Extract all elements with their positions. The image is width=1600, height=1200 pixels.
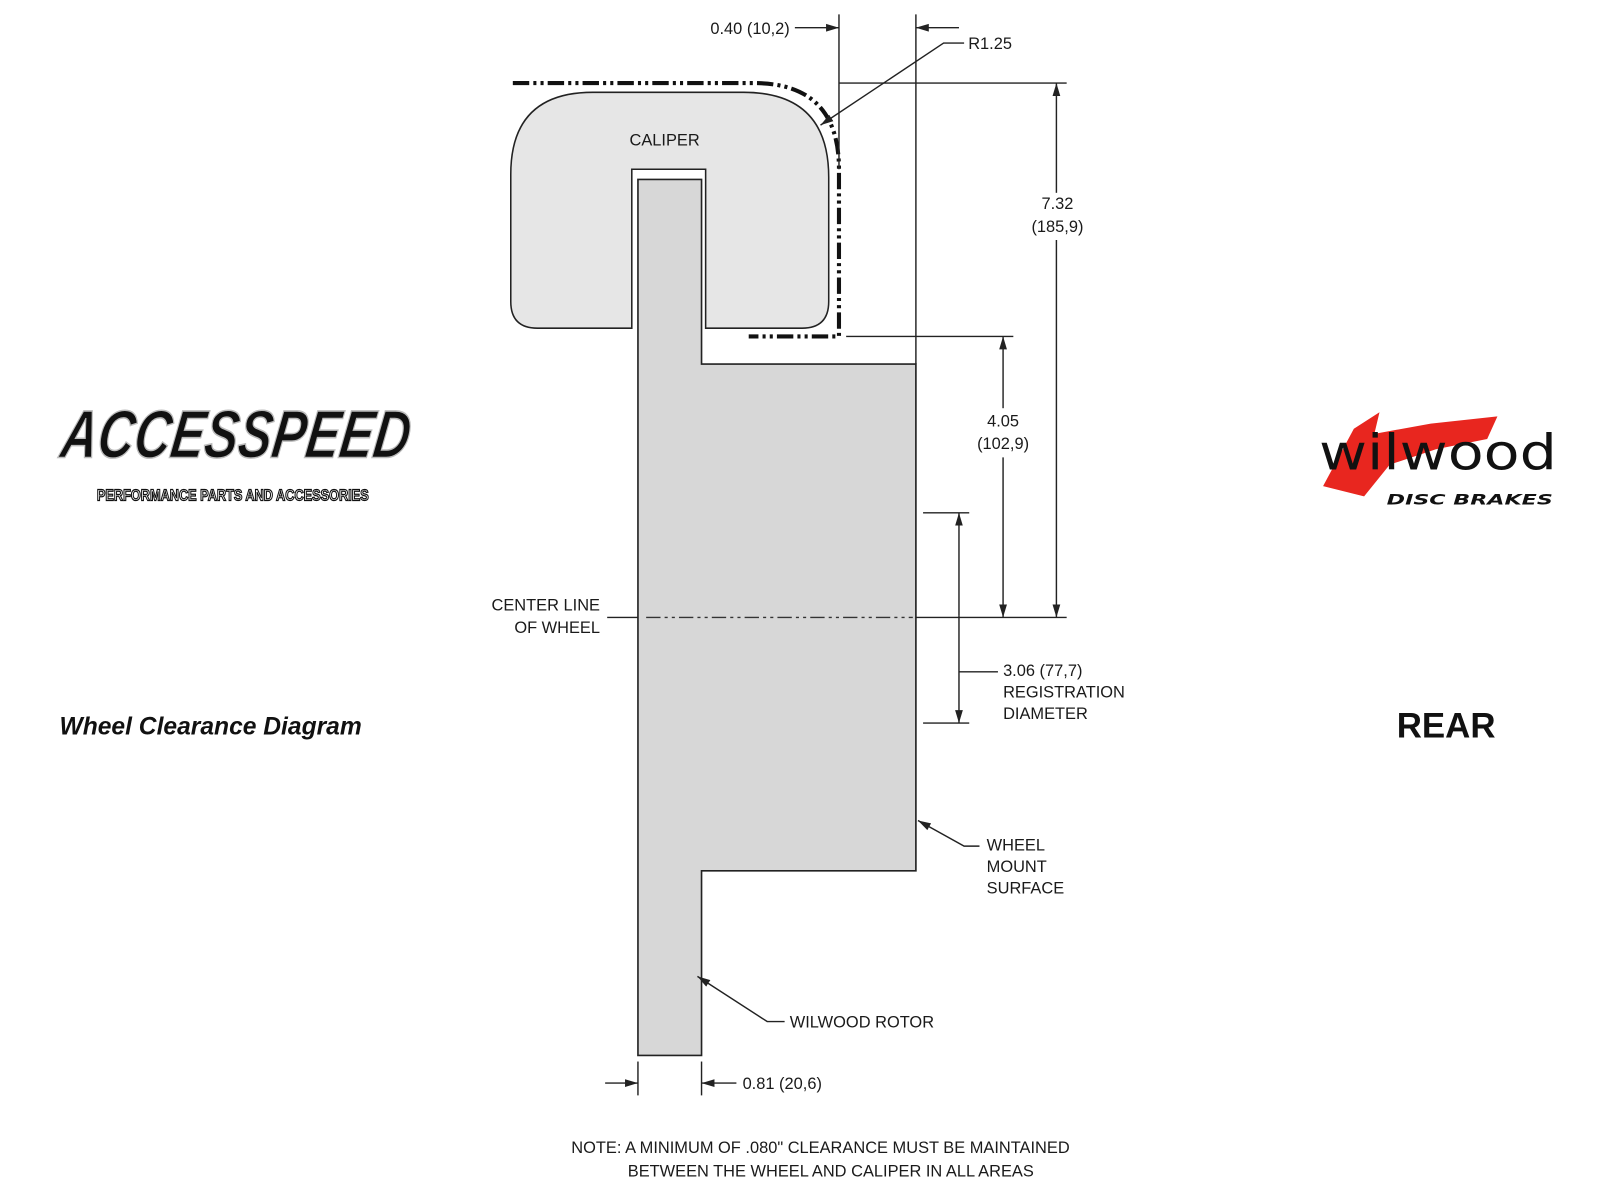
mount-label-3: SURFACE bbox=[987, 879, 1065, 897]
rotor-label: WILWOOD ROTOR bbox=[790, 1014, 934, 1032]
total-dimension-metric: (185,9) bbox=[1031, 218, 1083, 236]
wilwood-swoosh bbox=[1323, 412, 1498, 497]
diagram-title: Wheel Clearance Diagram bbox=[59, 713, 361, 740]
centerline-label: CENTER LINE bbox=[492, 596, 601, 614]
mount-label-2: MOUNT bbox=[987, 858, 1047, 876]
registration-dimension: 3.06 (77,7) bbox=[1003, 662, 1082, 680]
caliper-dimension-metric: (102,9) bbox=[977, 435, 1029, 453]
wilwood-logo: wilwood DISC BRAKES bbox=[1319, 412, 1557, 509]
note-line-2: BETWEEN THE WHEEL AND CALIPER IN ALL ARE… bbox=[628, 1162, 1034, 1180]
radius-leader bbox=[820, 42, 965, 126]
accesspeed-logo: ACCESSPEED PERFORMANCE PARTS AND ACCESSO… bbox=[54, 396, 416, 505]
total-dimension: 7.32 bbox=[1041, 195, 1073, 213]
rotor-width-dimension: 0.81 (20,6) bbox=[743, 1075, 822, 1093]
wilwood-tagline: DISC BRAKES bbox=[1387, 493, 1553, 509]
note-line-1: NOTE: A MINIMUM OF .080" CLEARANCE MUST … bbox=[571, 1139, 1070, 1157]
registration-label-2: DIAMETER bbox=[1003, 705, 1088, 723]
caliper-label: CALIPER bbox=[630, 132, 700, 150]
wilwood-wordmark: wilwood bbox=[1319, 424, 1557, 482]
centerline-label-2: OF WHEEL bbox=[514, 619, 600, 637]
mount-label: WHEEL bbox=[987, 836, 1045, 854]
accesspeed-wordmark: ACCESSPEED bbox=[55, 397, 416, 473]
mount-leader bbox=[917, 819, 980, 847]
clearance-envelope bbox=[512, 81, 842, 339]
rotor-shape bbox=[637, 178, 917, 1057]
rotor-leader bbox=[697, 975, 785, 1023]
accesspeed-tagline: PERFORMANCE PARTS AND ACCESSORIES bbox=[97, 488, 369, 505]
caliper-dimension: 4.05 bbox=[987, 413, 1019, 431]
registration-label: REGISTRATION bbox=[1003, 683, 1125, 701]
caliper-shape bbox=[509, 91, 830, 329]
radius-dimension: R1.25 bbox=[968, 35, 1012, 53]
offset-dimension: 0.40 (10,2) bbox=[710, 20, 789, 38]
position-label: REAR bbox=[1397, 706, 1496, 745]
